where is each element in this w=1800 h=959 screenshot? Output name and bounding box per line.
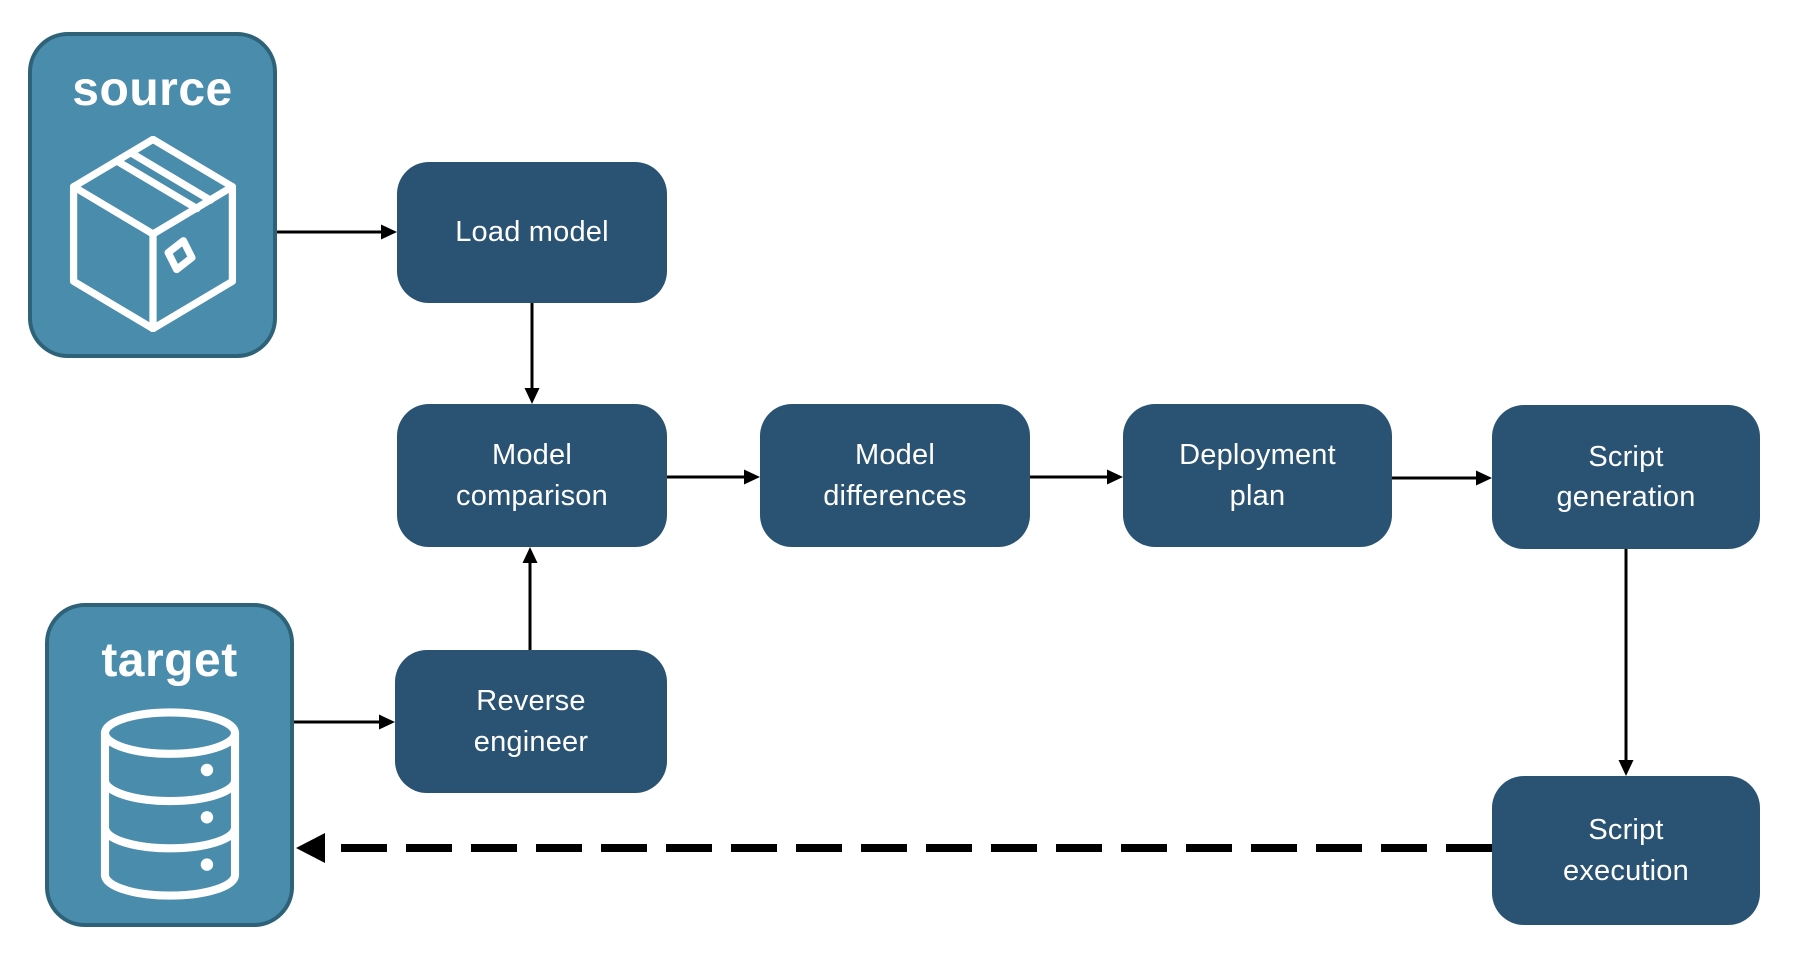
edge-model-differences-to-deployment-plan — [1030, 469, 1123, 485]
container-target: target — [45, 603, 294, 927]
source-label: source — [72, 63, 233, 116]
node-model-comparison: Model comparison — [397, 404, 667, 547]
node-model-differences-label: Model differences — [823, 439, 967, 512]
node-load-model: Load model — [397, 162, 667, 303]
node-reverse-engineer: Reverse engineer — [395, 650, 667, 793]
node-deployment-plan: Deployment plan — [1123, 404, 1392, 547]
package-icon — [67, 114, 239, 354]
edge-script-generation-to-script-execution — [1618, 549, 1634, 776]
node-script-execution-label: Script execution — [1563, 814, 1689, 887]
node-script-generation-label: Script generation — [1556, 440, 1696, 513]
container-source: source — [28, 32, 277, 358]
edge-load-model-to-model-comparison — [524, 303, 540, 404]
edge-deployment-plan-to-script-generation — [1392, 470, 1492, 486]
node-script-execution: Script execution — [1492, 776, 1760, 925]
node-load-model-label: Load model — [455, 216, 609, 249]
node-script-generation: Script generation — [1492, 405, 1760, 549]
edge-model-comparison-to-model-differences — [667, 469, 760, 485]
edge-target-to-reverse-engineer — [294, 714, 395, 730]
node-model-differences: Model differences — [760, 404, 1030, 547]
target-label: target — [101, 634, 238, 687]
node-reverse-engineer-label: Reverse engineer — [473, 685, 589, 758]
database-icon — [96, 685, 244, 923]
edge-reverse-engineer-to-model-comparison — [522, 547, 538, 650]
node-deployment-plan-label: Deployment plan — [1179, 439, 1336, 512]
node-model-comparison-label: Model comparison — [456, 439, 608, 512]
edge-source-to-load-model — [277, 224, 397, 240]
edge-script-execution-to-target-dashed — [296, 833, 1492, 863]
